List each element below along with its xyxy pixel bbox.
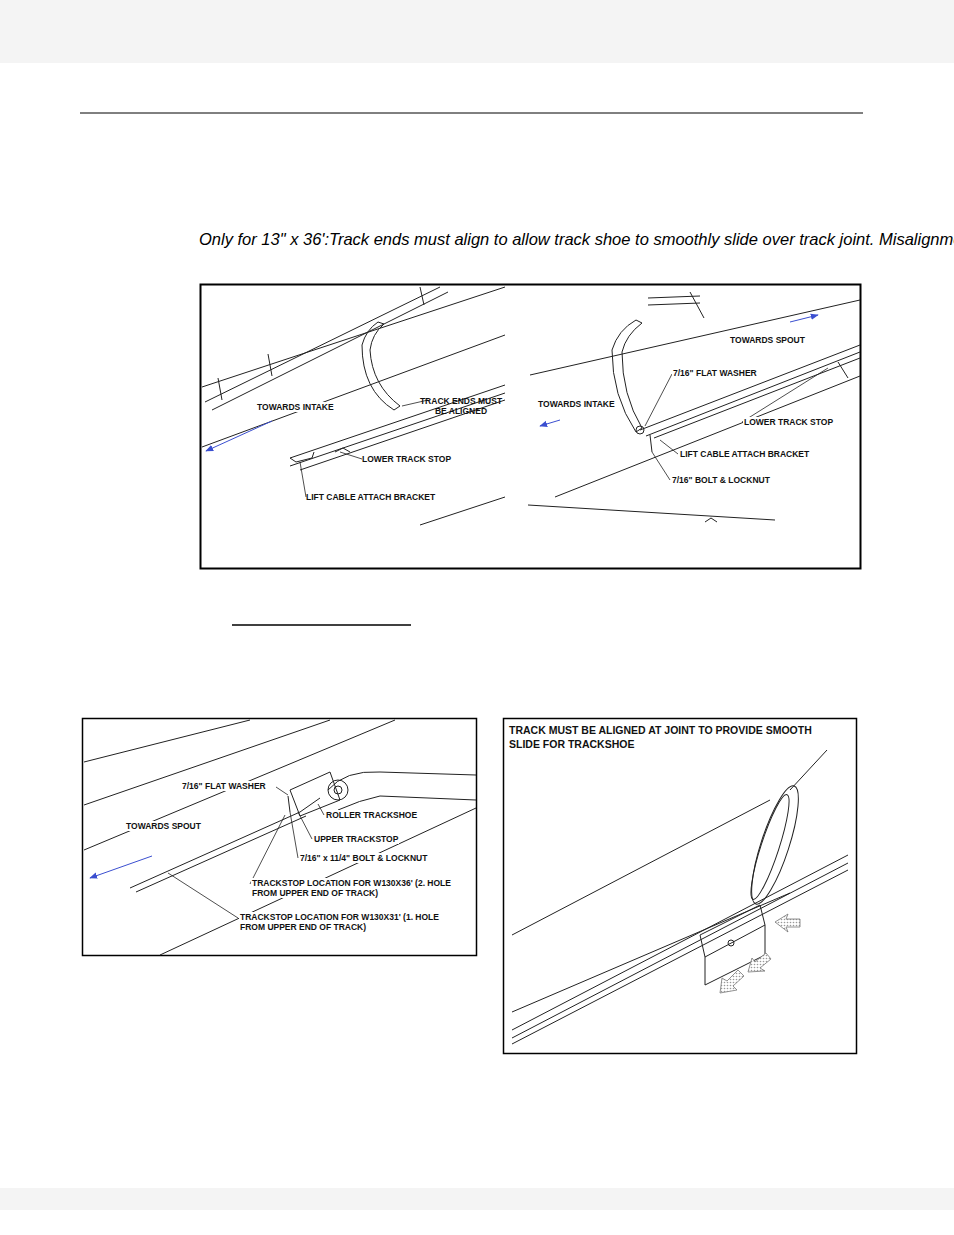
figure-frame — [504, 719, 857, 1054]
chute-drawing-right — [528, 292, 860, 522]
footer-band — [0, 1188, 954, 1210]
direction-arrow — [790, 315, 818, 322]
part-label: 7/16" BOLT & LOCKNUT — [671, 475, 771, 485]
header-rule — [80, 113, 863, 114]
figure-frame — [83, 719, 477, 956]
part-label: 7/16" x 11/4" BOLT & LOCKNUT — [299, 853, 428, 863]
tube-drawing — [512, 750, 848, 1044]
direction-arrow — [90, 856, 152, 878]
part-label: UPPER TRACKSTOP — [313, 834, 399, 844]
part-label: LIFT CABLE ATTACH BRACKET — [306, 492, 435, 502]
part-label: LOWER TRACK STOP — [743, 417, 834, 427]
part-label: 7/16" FLAT WASHER — [181, 781, 267, 791]
part-label: TRACKSTOP LOCATION FOR W130X31' (1. HOLE… — [239, 912, 451, 932]
header-band — [0, 0, 954, 63]
figure-frame — [201, 285, 861, 569]
direction-arrow — [206, 421, 272, 451]
direction-label: TOWARDS INTAKE — [256, 402, 335, 412]
push-arrows — [720, 914, 800, 993]
part-label: LIFT CABLE ATTACH BRACKET — [679, 449, 810, 459]
safety-note: Only for 13" x 36':Track ends must align… — [199, 229, 859, 249]
track-drawing — [84, 720, 476, 955]
direction-arrow — [540, 420, 560, 426]
callout-label: TRACK ENDS MUST BE ALIGNED — [414, 396, 508, 416]
direction-label: TOWARDS SPOUT — [125, 821, 202, 831]
part-label: LOWER TRACK STOP — [362, 454, 451, 464]
leader-lines — [300, 400, 428, 497]
part-label: TRACKSTOP LOCATION FOR W130X36' (2. HOLE… — [251, 878, 453, 898]
direction-label: TOWARDS INTAKE — [537, 399, 616, 409]
part-label: 7/16" FLAT WASHER — [672, 368, 758, 378]
direction-label: TOWARDS SPOUT — [730, 335, 805, 345]
heading-underline — [232, 624, 411, 625]
figure-note: TRACK MUST BE ALIGNED AT JOINT TO PROVID… — [509, 723, 839, 751]
part-label: ROLLER TRACKSHOE — [325, 810, 418, 820]
